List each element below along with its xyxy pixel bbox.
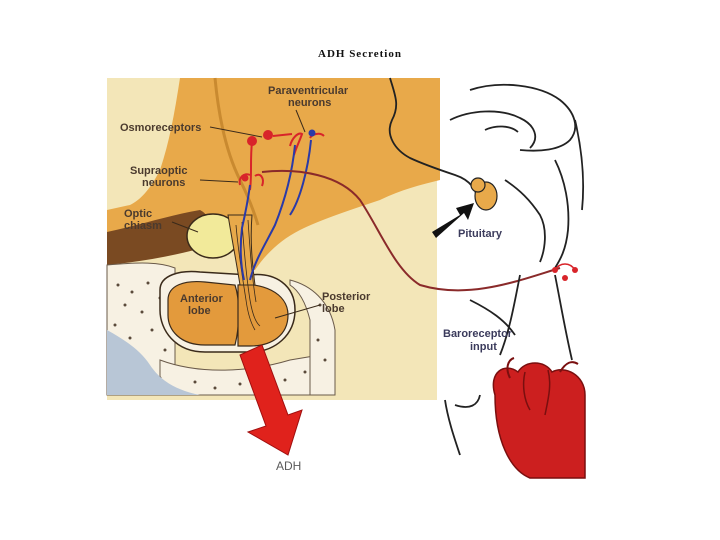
dark-band: [107, 210, 213, 265]
brain-outline: [388, 77, 585, 456]
third-ventricle: [213, 77, 260, 226]
posterior-lobe-shape: [237, 283, 289, 347]
baroreceptor-endings: [552, 263, 578, 281]
sphenoid-sinus: [107, 330, 200, 395]
label-paraventricular-1: Paraventricular: [268, 85, 349, 97]
bone-right: [289, 279, 336, 396]
label-pituitary: Pituitary: [458, 228, 503, 240]
label-supraoptic-1: Supraoptic: [130, 165, 187, 177]
label-osmoreceptors: Osmoreceptors: [120, 122, 201, 134]
leader-lines: [171, 109, 321, 319]
baroreceptor-axon: [261, 169, 561, 292]
label-anterior-2: lobe: [188, 305, 211, 317]
slide-title: ADH Secretion: [318, 48, 402, 60]
label-optic-2: chiasm: [124, 220, 162, 232]
pituitary-pointer-arrow: [432, 203, 474, 238]
label-paraventricular-2: neurons: [288, 97, 331, 109]
inner-fold: [107, 78, 180, 210]
heart-icon: [492, 357, 586, 479]
label-optic-1: Optic: [124, 208, 152, 220]
label-posterior-2: lobe: [322, 303, 345, 315]
stalk-fibers: [235, 219, 261, 331]
label-supraoptic-2: neurons: [142, 177, 185, 189]
pituitary-small-top: [470, 177, 486, 193]
label-posterior-1: Posterior: [322, 291, 371, 303]
adh-release-arrow: [239, 344, 303, 456]
label-anterior-1: Anterior: [180, 293, 224, 305]
label-baroreceptor-2: input: [470, 341, 497, 353]
neuron-cells: [238, 129, 325, 281]
label-baroreceptor-1: Baroreceptor: [443, 328, 513, 340]
label-adh: ADH: [276, 459, 301, 473]
